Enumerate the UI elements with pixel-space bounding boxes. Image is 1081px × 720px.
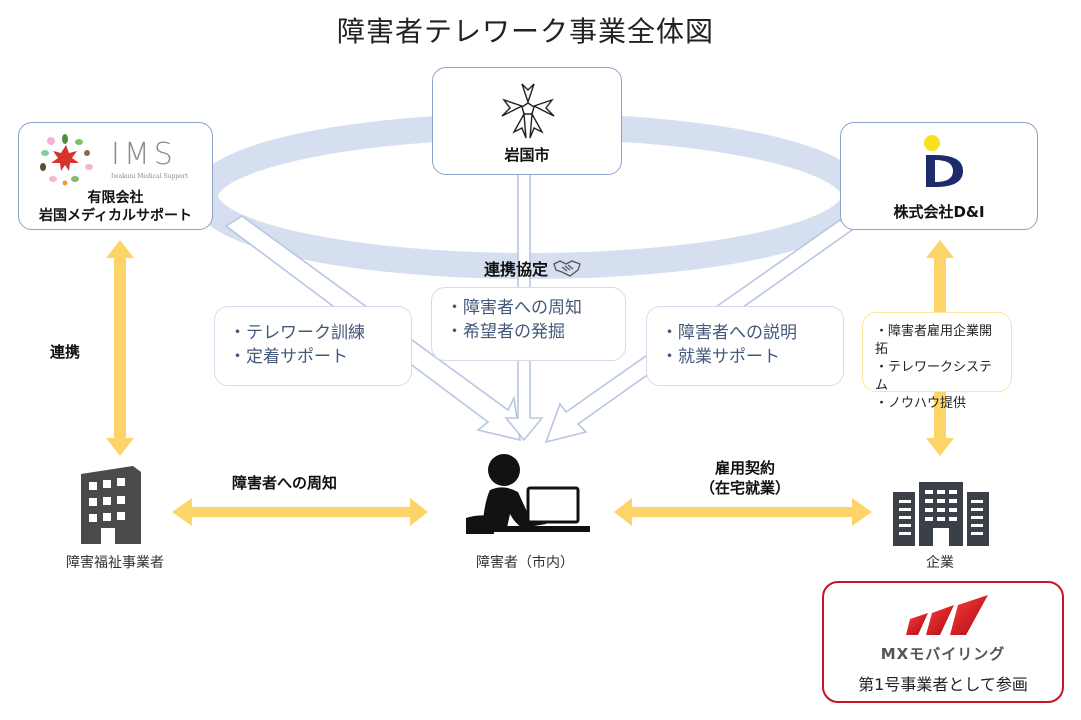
mx-mobiling-logo-icon — [906, 595, 988, 635]
org-box-iwakuni-city: 岩国市 — [432, 67, 622, 175]
info-item: ・テレワーク訓練 — [229, 323, 365, 343]
notice-label: 障害者への周知 — [232, 474, 338, 492]
ims-leaf-logo-icon — [40, 134, 93, 186]
yellow-arrow-person-company — [614, 498, 872, 526]
contract-label: 雇用契約 （在宅就業） — [680, 458, 810, 498]
company-label: 企業 — [926, 555, 954, 571]
ims-logo-tagline: Iwakuni Medical Support — [111, 173, 189, 180]
mx-participation-note: 第1号事業者として参画 — [858, 675, 1028, 694]
ims-name-line1: 有限会社 — [87, 190, 144, 206]
ims-name-line2: 岩国メディカルサポート — [38, 208, 193, 224]
info-item: ・就業サポート — [661, 347, 780, 367]
dni-name: 株式会社D&I — [893, 203, 985, 221]
contract-label-line2: （在宅就業） — [699, 479, 790, 497]
renkei-label: 連携 — [50, 343, 81, 361]
handshake-icon — [553, 260, 581, 277]
yellow-arrow-ims-welfare — [106, 240, 134, 456]
org-box-ims: IMS Iwakuni Medical Support 有限会社 岩国メディカル… — [18, 122, 213, 230]
person-label: 障害者（市内） — [476, 555, 574, 571]
corporate-buildings-icon — [893, 482, 989, 546]
info-item: ・ノウハウ提供 — [875, 396, 967, 411]
office-building-icon — [81, 466, 141, 544]
info-item: ・障害者への周知 — [446, 298, 582, 318]
org-box-dni: 株式会社D&I — [840, 122, 1038, 230]
info-item: ・希望者の発掘 — [446, 322, 565, 342]
info-box-dni-support: ・障害者雇用企業開拓 ・テレワークシステム ・ノウハウ提供 — [862, 312, 1012, 411]
info-box-ims-services: ・テレワーク訓練 ・定着サポート — [214, 306, 412, 386]
welfare-provider-label: 障害福祉事業者 — [66, 555, 164, 571]
info-box-dni-services: ・障害者への説明 ・就業サポート — [646, 306, 844, 386]
contract-label-line1: 雇用契約 — [714, 459, 775, 477]
mx-mobiling-box: MXモバイリング 第1号事業者として参画 — [822, 581, 1064, 703]
page-title: 障害者テレワーク事業全体図 — [0, 10, 1081, 50]
info-item: ・テレワークシステム — [875, 360, 993, 393]
info-box-city-services: ・障害者への周知 ・希望者の発掘 — [431, 287, 626, 361]
dni-logo-icon — [924, 135, 963, 187]
agreement-label-text: 連携協定 — [484, 260, 549, 279]
info-item: ・障害者雇用企業開拓 — [875, 324, 993, 357]
yellow-arrow-welfare-person — [172, 498, 428, 526]
city-name: 岩国市 — [504, 146, 550, 164]
info-item: ・障害者への説明 — [661, 323, 797, 343]
cherry-blossom-emblem-icon — [501, 83, 555, 139]
agreement-label: 連携協定 — [484, 256, 582, 280]
page-title-text: 障害者テレワーク事業全体図 — [336, 15, 714, 48]
person-at-laptop-icon — [466, 454, 590, 534]
mx-logo-name: MXモバイリング — [880, 645, 1006, 663]
info-item: ・定着サポート — [229, 347, 348, 367]
ims-logo-text: IMS — [111, 137, 177, 172]
